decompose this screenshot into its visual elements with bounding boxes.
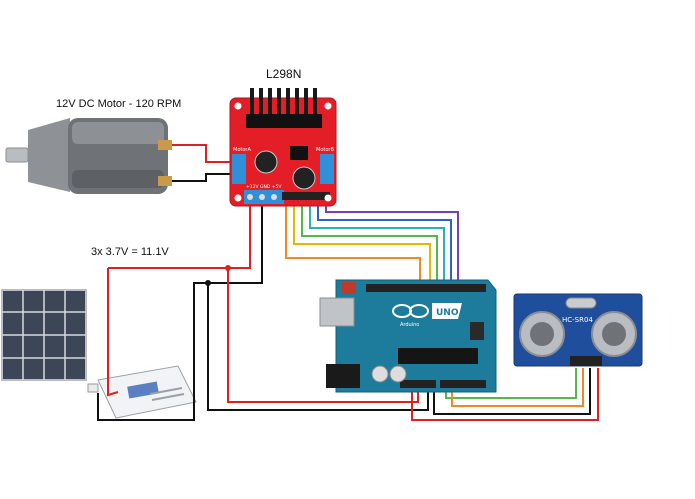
arduino-power-header (400, 380, 436, 388)
l298n-heatsink (246, 88, 322, 128)
solar-panel (1, 289, 87, 381)
l298n-driver-board: MotorA MotorB +12V GND +5V (229, 88, 337, 207)
motor-shaft (5, 147, 29, 163)
wires (97, 144, 599, 421)
power-bus-red (108, 196, 251, 269)
sensor-crystal (565, 297, 597, 309)
l298n-capacitor-1 (254, 150, 278, 174)
l298n-motor-a-label: MotorA (233, 147, 251, 153)
arduino-usb-port (319, 297, 355, 327)
arduino-icsp-header (470, 322, 484, 340)
motor-terminal-2 (158, 176, 172, 186)
arduino-capacitor-2 (389, 365, 407, 383)
arduino-reset-button (342, 282, 356, 294)
l298n-capacitor-2 (292, 166, 316, 190)
signal-wire-blue (317, 198, 452, 284)
sensor-gnd-black (433, 368, 591, 415)
arduino-model-label: UNO (436, 308, 459, 318)
arduino-microcontroller (398, 348, 478, 364)
arduino-digital-header (366, 284, 486, 292)
junction-dot-black (205, 280, 211, 286)
signal-wire-orange (285, 198, 421, 284)
dc-motor (5, 118, 172, 194)
signal-wire-green (301, 198, 438, 284)
motor-terminal-1 (158, 140, 172, 150)
l298n-regulator (290, 146, 308, 160)
arduino-brand-label: Arduino (400, 322, 419, 328)
hc-sr04-sensor: HC-SR04 (513, 293, 643, 367)
sensor-model-label: HC-SR04 (562, 316, 593, 324)
arduino-capacitor-1 (371, 365, 389, 383)
motor-wire-red (172, 144, 236, 163)
arduino-uno-badge (432, 303, 462, 319)
l298n-control-pins (282, 192, 330, 200)
sensor-pin-header (570, 356, 602, 366)
arduino-uno-board: UNO Arduino (319, 279, 497, 393)
sensor-echo-orange (451, 368, 584, 407)
signal-wire-purple (325, 198, 459, 284)
battery-caption: 3x 3.7V = 11.1V (91, 246, 169, 258)
arduino-analog-header (440, 380, 486, 388)
signal-wire-teal (309, 198, 445, 284)
signal-wire-yellow (293, 198, 431, 284)
arduino-logo-right (409, 304, 429, 318)
arduino-gnd-black (207, 283, 429, 411)
motor-a-terminal (232, 154, 246, 184)
motor-wire-black (172, 173, 236, 182)
arduino-power-jack (326, 364, 360, 388)
lipo-battery (87, 365, 197, 419)
battery-negative-wire (97, 196, 263, 421)
l298n-power-label: +12V GND +5V (246, 184, 282, 190)
motor-caption: 12V DC Motor - 120 RPM (56, 98, 182, 110)
motor-b-terminal (320, 154, 334, 184)
motor-gearbox (28, 118, 70, 192)
junction-dot-red (225, 265, 231, 271)
arduino-vin-red (227, 268, 419, 403)
l298n-motor-b-label: MotorB (316, 147, 334, 153)
sensor-vcc-red (411, 368, 599, 421)
battery-positive-wire (107, 268, 119, 397)
driver-title: L298N (266, 67, 302, 81)
